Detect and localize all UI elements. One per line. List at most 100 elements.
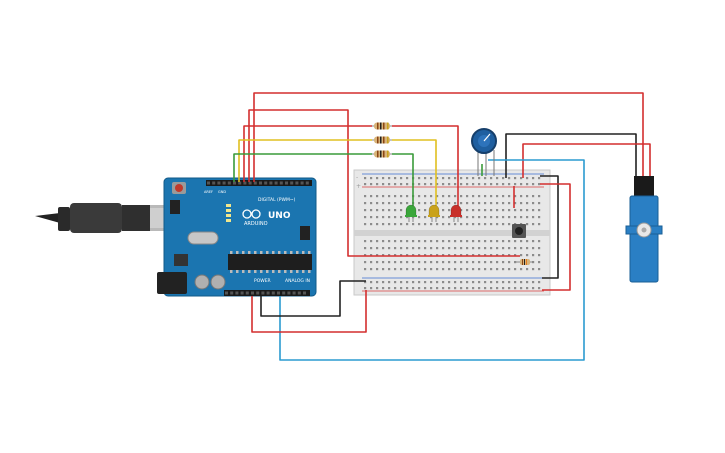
breadboard-hole bbox=[370, 195, 373, 198]
breadboard-hole bbox=[448, 195, 451, 198]
header-pin bbox=[305, 181, 309, 185]
header-pin bbox=[279, 181, 283, 185]
breadboard-hole bbox=[442, 177, 445, 180]
breadboard-hole bbox=[520, 240, 523, 243]
breadboard-hole bbox=[496, 240, 499, 243]
breadboard-hole bbox=[412, 247, 415, 250]
breadboard-hole bbox=[472, 254, 475, 257]
breadboard-hole bbox=[418, 254, 421, 257]
header-pin bbox=[251, 291, 254, 295]
breadboard-hole bbox=[466, 287, 469, 290]
breadboard-hole bbox=[424, 223, 427, 226]
breadboard-hole bbox=[514, 254, 517, 257]
chip-pin bbox=[236, 270, 239, 273]
breadboard-hole bbox=[388, 281, 391, 284]
breadboard-hole bbox=[538, 195, 541, 198]
breadboard-hole bbox=[424, 240, 427, 243]
breadboard-hole bbox=[514, 177, 517, 180]
breadboard-hole bbox=[460, 254, 463, 257]
breadboard-hole bbox=[400, 261, 403, 264]
breadboard-hole bbox=[472, 240, 475, 243]
breadboard-hole bbox=[370, 223, 373, 226]
breadboard-hole bbox=[376, 195, 379, 198]
breadboard-hole bbox=[436, 281, 439, 284]
chip-pin bbox=[308, 270, 311, 273]
breadboard-hole bbox=[382, 247, 385, 250]
wire-black-ground bbox=[260, 280, 366, 317]
breadboard-hole bbox=[406, 268, 409, 271]
breadboard-hole bbox=[418, 183, 421, 186]
breadboard-hole bbox=[484, 195, 487, 198]
header-pin bbox=[253, 181, 257, 185]
capacitor bbox=[210, 274, 226, 290]
breadboard-hole bbox=[478, 209, 481, 212]
breadboard-hole bbox=[478, 240, 481, 243]
breadboard-hole bbox=[460, 240, 463, 243]
arduino-logo bbox=[242, 209, 261, 219]
wire-red-led bbox=[248, 109, 520, 257]
breadboard-hole bbox=[472, 223, 475, 226]
breadboard-hole bbox=[424, 216, 427, 219]
header-pin bbox=[261, 291, 265, 295]
breadboard-hole bbox=[466, 261, 469, 264]
breadboard-hole bbox=[364, 287, 367, 290]
breadboard-hole bbox=[418, 202, 421, 205]
breadboard-hole bbox=[472, 195, 475, 198]
breadboard-hole bbox=[460, 216, 463, 219]
header-pin bbox=[277, 291, 280, 295]
breadboard-hole bbox=[526, 216, 529, 219]
breadboard-hole bbox=[436, 268, 439, 271]
breadboard-hole bbox=[496, 195, 499, 198]
breadboard-hole bbox=[508, 209, 511, 212]
breadboard-hole bbox=[538, 209, 541, 212]
breadboard-hole bbox=[508, 281, 511, 284]
capacitor bbox=[194, 274, 210, 290]
breadboard-hole bbox=[478, 202, 481, 205]
header-pin bbox=[238, 181, 242, 185]
breadboard-hole bbox=[526, 209, 529, 212]
chip-pin bbox=[308, 251, 311, 254]
breadboard-hole bbox=[412, 261, 415, 264]
breadboard-hole bbox=[466, 240, 469, 243]
breadboard-hole bbox=[538, 216, 541, 219]
breadboard-hole bbox=[430, 177, 433, 180]
breadboard-hole bbox=[394, 195, 397, 198]
chip-pin bbox=[236, 251, 239, 254]
breadboard-hole bbox=[412, 287, 415, 290]
breadboard-hole bbox=[364, 216, 367, 219]
breadboard-hole bbox=[454, 268, 457, 271]
chip-pin bbox=[296, 270, 299, 273]
breadboard-hole bbox=[424, 195, 427, 198]
breadboard-hole bbox=[424, 287, 427, 290]
breadboard-hole bbox=[430, 287, 433, 290]
breadboard-hole bbox=[478, 261, 481, 264]
breadboard-hole bbox=[496, 281, 499, 284]
breadboard-hole bbox=[448, 216, 451, 219]
breadboard-hole bbox=[424, 268, 427, 271]
breadboard-hole bbox=[490, 268, 493, 271]
breadboard-hole bbox=[376, 268, 379, 271]
chip-pin bbox=[302, 251, 305, 254]
breadboard-hole bbox=[520, 209, 523, 212]
breadboard-hole bbox=[490, 281, 493, 284]
breadboard-hole bbox=[526, 223, 529, 226]
header-pin bbox=[303, 291, 306, 295]
breadboard-hole bbox=[514, 247, 517, 250]
chip-pin bbox=[254, 251, 257, 254]
header-pin bbox=[233, 181, 236, 185]
breadboard-hole bbox=[520, 202, 523, 205]
wire-to-yellow-led bbox=[392, 139, 437, 208]
breadboard-hole bbox=[454, 247, 457, 250]
breadboard-hole bbox=[436, 247, 439, 250]
breadboard-hole bbox=[472, 216, 475, 219]
breadboard-hole bbox=[436, 261, 439, 264]
potentiometer bbox=[471, 128, 497, 176]
breadboard-hole bbox=[502, 261, 505, 264]
breadboard-hole bbox=[460, 177, 463, 180]
led-yellow bbox=[428, 204, 440, 222]
led-green bbox=[405, 204, 417, 222]
wire-resistor-yellow bbox=[238, 139, 372, 182]
breadboard-hole bbox=[394, 240, 397, 243]
breadboard-hole bbox=[478, 268, 481, 271]
chip-pin bbox=[266, 270, 269, 273]
